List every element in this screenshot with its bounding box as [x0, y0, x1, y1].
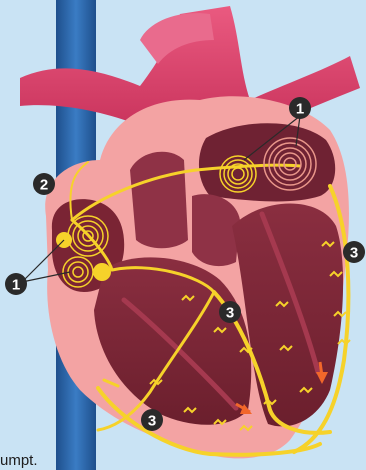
svg-text:3: 3 — [148, 413, 156, 430]
sinus-node-marker: 1 — [5, 273, 27, 295]
caption-fragment: umpt. — [0, 452, 38, 469]
svg-text:3: 3 — [226, 305, 234, 322]
svg-text:2: 2 — [40, 177, 48, 194]
atrial-wave-marker: 1 — [289, 97, 311, 119]
svg-text:3: 3 — [350, 245, 358, 262]
svg-text:1: 1 — [296, 101, 304, 118]
av-node — [93, 263, 111, 281]
pathway-marker: 2 — [33, 173, 55, 195]
ventricle-marker-bottom: 3 — [141, 409, 163, 431]
svg-text:1: 1 — [12, 277, 20, 294]
ventricle-marker-center: 3 — [219, 301, 241, 323]
left-atrium — [199, 123, 335, 201]
ventricle-marker-right: 3 — [343, 241, 365, 263]
